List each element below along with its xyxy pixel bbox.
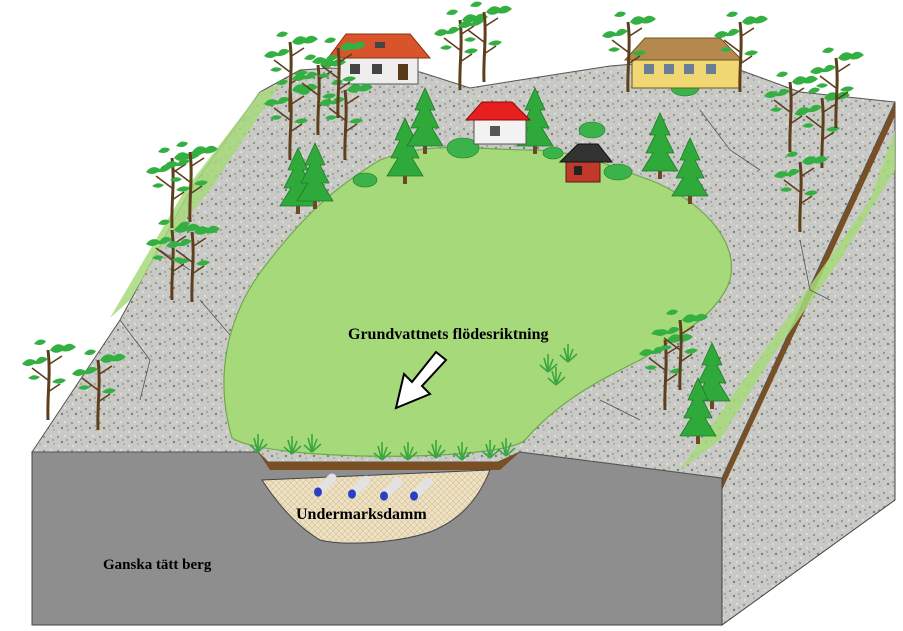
dam-label: Undermarksdamm <box>296 506 427 523</box>
central-meadow <box>223 146 733 457</box>
arrow-icon <box>394 350 448 410</box>
flow-direction-label: Grundvattnets flödesriktning <box>348 326 549 343</box>
house-icon <box>558 143 614 183</box>
soil-layer <box>258 452 520 470</box>
tree-icon <box>456 0 514 84</box>
left-grass-strip <box>110 84 280 318</box>
bedrock-label: Ganska tätt berg <box>103 557 212 573</box>
house-icon <box>464 101 532 145</box>
house-icon <box>623 37 744 89</box>
